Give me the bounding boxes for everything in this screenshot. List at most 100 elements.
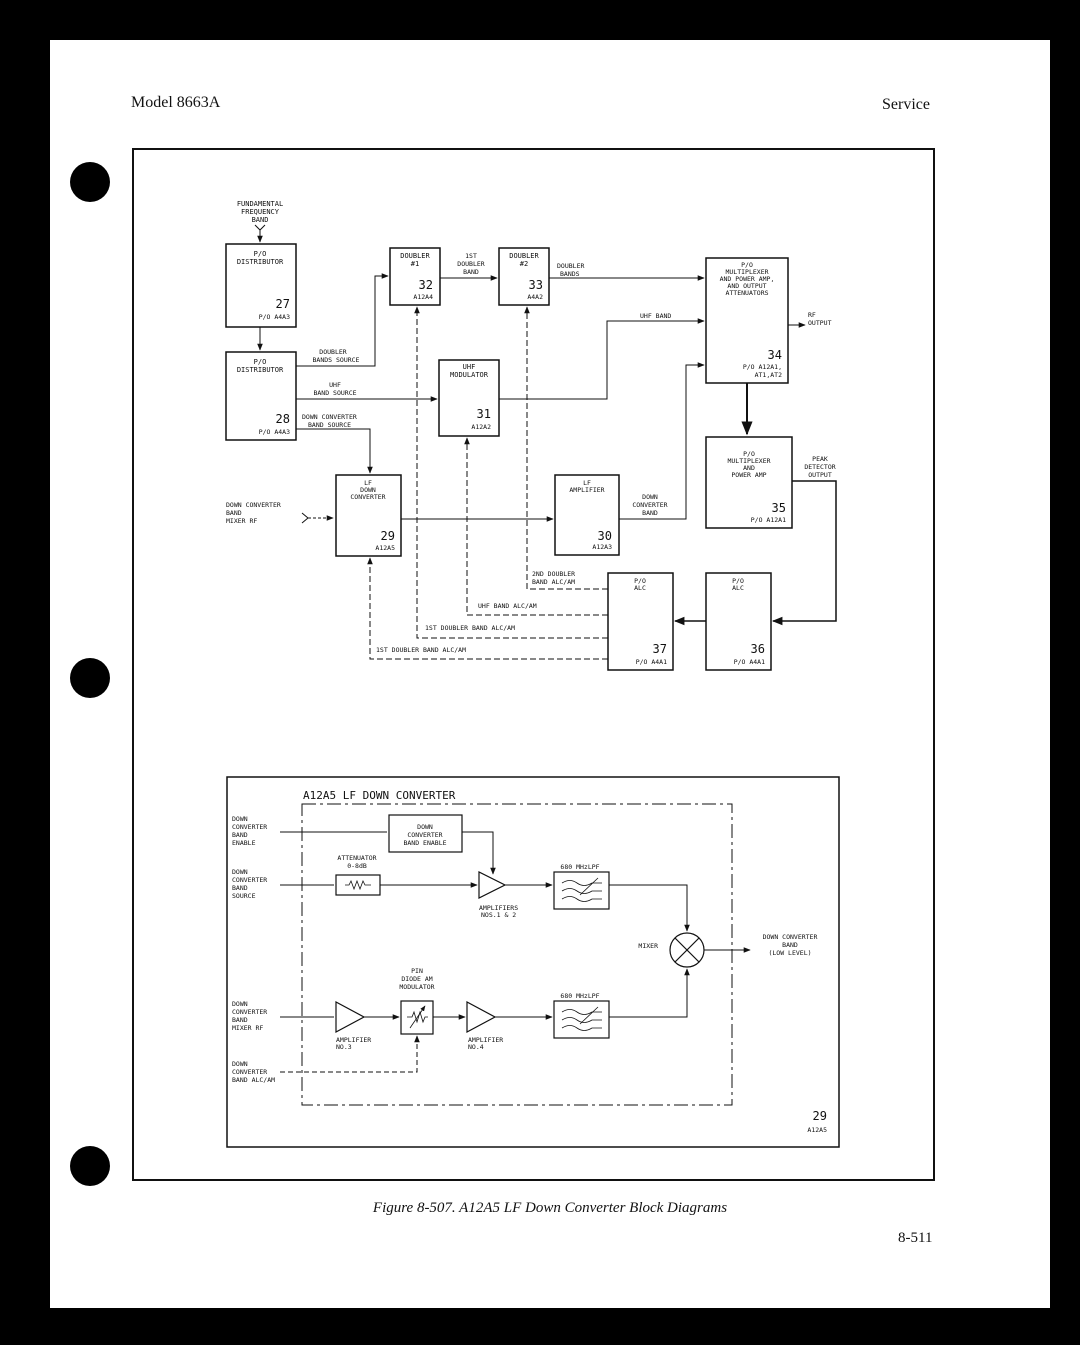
block-28-title-1: P/O xyxy=(254,358,267,366)
block-30-ref: A12A3 xyxy=(592,543,612,551)
block-35-ref: P/O A12A1 xyxy=(751,516,786,524)
block-28-distributor: P/O DISTRIBUTOR 28 P/O A4A3 xyxy=(225,351,297,441)
block-28-ref: P/O A4A3 xyxy=(259,428,290,436)
enable-block-label-1: DOWN xyxy=(417,823,433,831)
block-34-ref-1: P/O A12A1, xyxy=(743,363,782,371)
block-34-ref-2: AT1,AT2 xyxy=(755,371,782,379)
amp4-label-2: NO.4 xyxy=(468,1043,484,1051)
block-35-multiplexer-power-amp: P/O MULTIPLEXER AND POWER AMP 35 P/O A12… xyxy=(705,436,793,529)
block-33-title-2: #2 xyxy=(520,260,528,268)
block-29-lf-down-converter: LF DOWN CONVERTER 29 A12A5 xyxy=(335,474,402,557)
block-29-title-2: DOWN xyxy=(360,486,376,494)
page-number: 8-511 xyxy=(898,1230,933,1246)
model-header: Model 8663A xyxy=(131,94,221,111)
block-31-ref: A12A2 xyxy=(471,423,491,431)
detail-number: 29 xyxy=(813,1109,827,1123)
rf-output-label-2: OUTPUT xyxy=(808,319,832,327)
source-input-label-1: DOWN xyxy=(232,868,248,876)
amps12-label-2: NOS.1 & 2 xyxy=(481,911,516,919)
output-label-3: (LOW LEVEL) xyxy=(768,949,811,957)
block-32-title-1: DOUBLER xyxy=(400,252,430,260)
enable-block xyxy=(388,814,463,853)
resistor-icon xyxy=(345,879,371,891)
block-34-title-4: AND OUTPUT xyxy=(727,282,766,290)
mixer-rf-input-label-3: MIXER RF xyxy=(226,517,257,525)
lpf-bottom-label: 680 MHzLPF xyxy=(560,992,599,1000)
mixer-rf-input-label-1: DOWN CONVERTER xyxy=(226,501,281,509)
amp3-label-1: AMPLIFIER xyxy=(336,1036,371,1044)
block-35-title-1: P/O xyxy=(743,450,755,458)
first-doubler-band-label-3: BAND xyxy=(463,268,479,276)
lpf-top-block xyxy=(553,871,610,910)
doubler-bands-label-2: BANDS xyxy=(560,270,580,278)
uhf-band-source-label-2: BAND SOURCE xyxy=(313,389,356,397)
output-label-1: DOWN CONVERTER xyxy=(763,933,818,941)
block-29-number: 29 xyxy=(381,529,395,543)
block-32-number: 32 xyxy=(419,278,433,292)
block-31-title-2: MODULATOR xyxy=(450,371,489,379)
block-36-title-2: ALC xyxy=(732,584,744,592)
section-header: Service xyxy=(882,96,930,113)
second-doubler-alc-label-1: 2ND DOUBLER xyxy=(532,570,575,578)
detail-ref: A12A5 xyxy=(807,1126,827,1134)
block-33-doubler-2: DOUBLER #2 33 A4A2 xyxy=(498,247,550,306)
block-36-title-1: P/O xyxy=(732,577,744,585)
block-34-number: 34 xyxy=(768,348,782,362)
block-34-title-2: MULTIPLEXER xyxy=(725,268,768,276)
block-29-title-3: CONVERTER xyxy=(350,493,385,501)
down-converter-band-label-3: BAND xyxy=(642,509,658,517)
lpf-top-label: 680 MHzLPF xyxy=(560,863,599,871)
block-35-title-3: AND xyxy=(743,464,755,472)
amplifier-4-icon xyxy=(466,1000,497,1034)
alc-input-label-2: CONVERTER xyxy=(232,1068,267,1076)
block-31-title-1: UHF xyxy=(463,363,476,371)
block-27-title-2: DISTRIBUTOR xyxy=(237,258,284,266)
binder-hole-bottom xyxy=(70,1146,110,1186)
mixer-rf-input-label-2: BAND xyxy=(226,509,242,517)
alc-input-label-3: BAND ALC/AM xyxy=(232,1076,275,1084)
source-input-label-2: CONVERTER xyxy=(232,876,267,884)
down-converter-band-label-1: DOWN xyxy=(642,493,658,501)
mixer-rf-detail-label-4: MIXER RF xyxy=(232,1024,263,1032)
doubler-bands-source-label-2: BANDS SOURCE xyxy=(313,356,360,364)
block-35-title-4: POWER AMP xyxy=(731,471,766,479)
figure-frame xyxy=(132,148,935,1181)
first-doubler-alc-label-a: 1ST DOUBLER BAND ALC/AM xyxy=(425,624,515,632)
block-32-ref: A12A4 xyxy=(413,293,433,301)
block-31-uhf-modulator: UHF MODULATOR 31 A12A2 xyxy=(438,359,500,437)
block-36-ref: P/O A4A1 xyxy=(734,658,765,666)
lpf-top-icon xyxy=(561,880,602,902)
dc-band-source-label-1: DOWN CONVERTER xyxy=(302,413,357,421)
block-36-alc: P/O ALC 36 P/O A4A1 xyxy=(705,572,772,671)
peak-detector-label-2: DETECTOR xyxy=(804,463,835,471)
block-29-title-1: LF xyxy=(364,479,372,487)
block-28-number: 28 xyxy=(276,412,290,426)
block-30-title-1: LF xyxy=(583,479,591,487)
mixer-rf-detail-label-1: DOWN xyxy=(232,1000,248,1008)
block-34-title-5: ATTENUATORS xyxy=(725,289,768,297)
doubler-bands-source-label-1: DOUBLER xyxy=(319,348,346,356)
block-33-ref: A4A2 xyxy=(527,293,543,301)
amplifiers-1-2-icon xyxy=(478,871,507,899)
enable-block-label-3: BAND ENABLE xyxy=(403,839,446,847)
enable-input-label-2: CONVERTER xyxy=(232,823,267,831)
attenuator-label-1: ATTENUATOR xyxy=(337,854,376,862)
block-34-title-1: P/O xyxy=(741,261,753,269)
figure-caption: Figure 8-507. A12A5 LF Down Converter Bl… xyxy=(372,1200,728,1216)
first-doubler-band-label-1: 1ST xyxy=(465,252,477,260)
enable-input-label-3: BAND xyxy=(232,831,248,839)
block-36-number: 36 xyxy=(751,642,765,656)
pin-mod-label-3: MODULATOR xyxy=(399,983,434,991)
fundamental-label-2: FREQUENCY xyxy=(241,208,280,216)
detail-frame xyxy=(226,776,840,1148)
block-37-alc: P/O ALC 37 P/O A4A1 xyxy=(607,572,674,671)
block-29-ref: A12A5 xyxy=(375,544,395,552)
mixer-rf-detail-label-2: CONVERTER xyxy=(232,1008,267,1016)
pin-mod-label-1: PIN xyxy=(411,967,423,975)
block-35-number: 35 xyxy=(772,501,786,515)
amp3-label-2: NO.3 xyxy=(336,1043,352,1051)
lpf-bottom-block xyxy=(553,1000,610,1039)
alc-input-label-1: DOWN xyxy=(232,1060,248,1068)
binder-hole-top xyxy=(70,162,110,202)
block-37-title-1: P/O xyxy=(634,577,646,585)
